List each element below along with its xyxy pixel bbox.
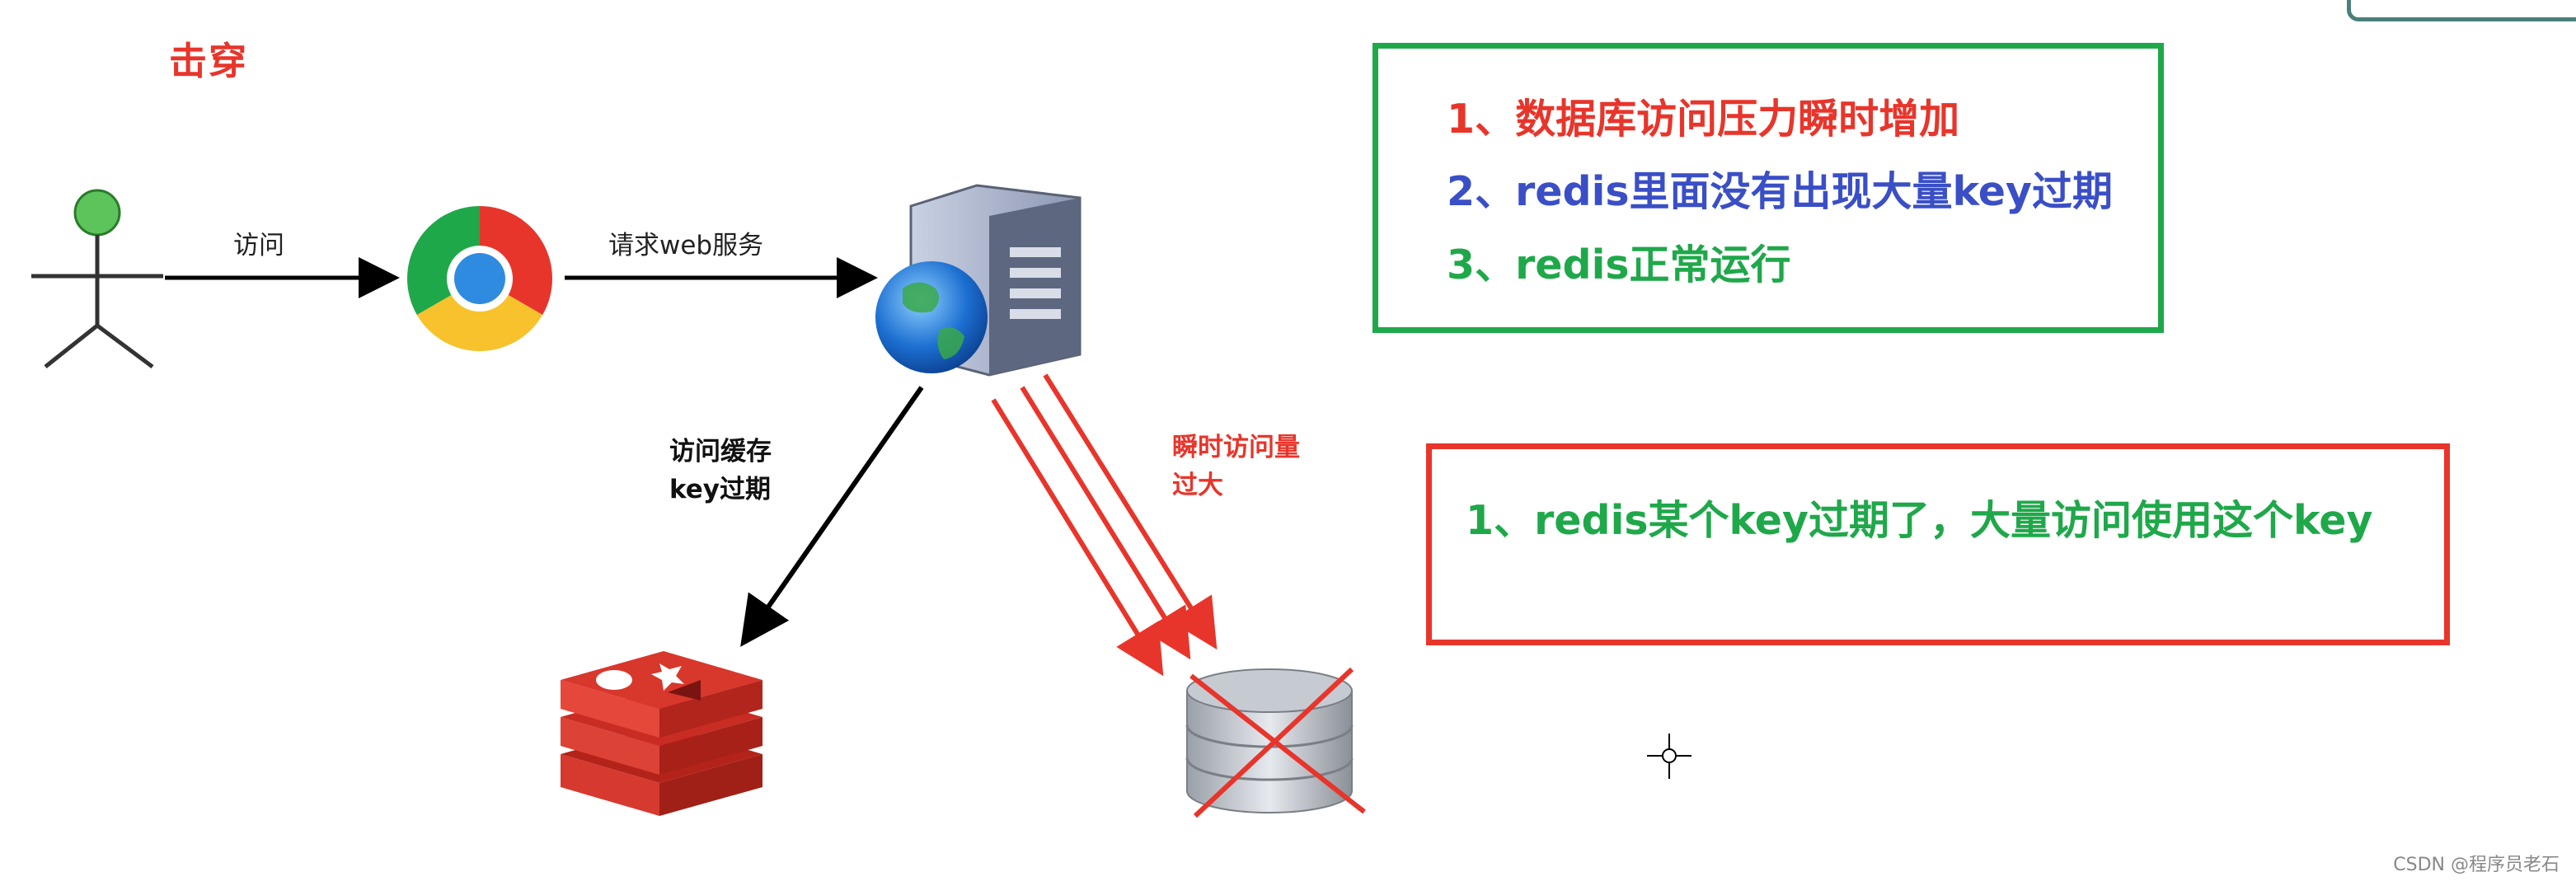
- watermark: CSDN @程序员老石: [2393, 855, 2560, 875]
- server-icon: [875, 184, 1082, 377]
- chrome-icon: [407, 206, 552, 351]
- label-cache-expired: 访问缓存 key过期: [669, 433, 772, 509]
- label-access: 访问: [233, 231, 284, 260]
- label-cache-line1: 访问缓存: [669, 437, 772, 466]
- green-item-3: 3、redis正常运行: [1447, 241, 1791, 288]
- green-item-1: 1、数据库访问压力瞬时增加: [1447, 96, 1960, 143]
- crosshair-cursor-icon: [1647, 734, 1692, 779]
- label-burst-line1: 瞬时访问量: [1172, 433, 1300, 462]
- label-burst-line2: 过大: [1172, 471, 1223, 500]
- label-request-web: 请求web服务: [608, 231, 764, 260]
- arrow-burst-3: [1043, 373, 1218, 650]
- database-icon: [1185, 667, 1366, 818]
- page-title: 击穿: [169, 39, 248, 83]
- summary-box-red: [1426, 443, 2450, 645]
- summary-box-green: [1372, 43, 2164, 333]
- arrow-server-to-redis: [740, 386, 924, 647]
- arrow-burst-2: [1020, 386, 1191, 660]
- redis-icon: [561, 651, 762, 816]
- red-box-text: 1、redis某个key过期了，大量访问使用这个key: [1466, 497, 2373, 544]
- label-burst: 瞬时访问量 过大: [1172, 429, 1300, 504]
- arrow-burst-1: [991, 398, 1164, 677]
- green-item-2: 2、redis里面没有出现大量key过期: [1447, 168, 2113, 215]
- user-icon: [31, 189, 163, 369]
- label-cache-line2: key过期: [669, 475, 772, 504]
- corner-tab: [2347, 0, 2576, 21]
